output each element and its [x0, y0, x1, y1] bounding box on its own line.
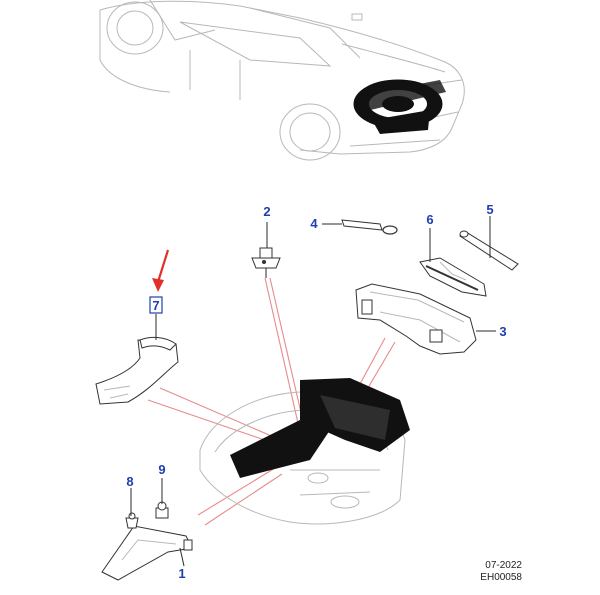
- part-5-wheel-brace: [459, 230, 519, 271]
- diagram-code: EH00058: [480, 572, 522, 583]
- callout-9: 9: [158, 462, 165, 477]
- part-9-nut: [155, 501, 169, 519]
- spare-wheel-assembly: [353, 79, 446, 134]
- callout-1: 1: [178, 566, 185, 581]
- callout-6: 6: [426, 212, 433, 227]
- part-2-fastener: [251, 247, 281, 278]
- callout-2: 2: [263, 204, 270, 219]
- callout-7-highlight-box: [149, 296, 163, 314]
- pointer-arrow: [152, 249, 170, 292]
- vehicle-outline: [99, 0, 465, 161]
- diagram-date: 07-2022: [485, 560, 522, 571]
- callout-8: 8: [126, 474, 133, 489]
- part-7-trim-duct: [95, 336, 179, 405]
- luggage-floor-tray: [199, 378, 410, 525]
- callout-leaders: [130, 216, 496, 567]
- part-8-clip: [125, 512, 139, 529]
- callout-3: 3: [499, 324, 506, 339]
- callout-labels: 1 2 3 4 5 6 7 8 9: [126, 202, 506, 581]
- part-3-bracket: [355, 283, 477, 355]
- callout-7: 7: [152, 298, 159, 313]
- callout-4: 4: [310, 216, 318, 231]
- callout-5: 5: [486, 202, 493, 217]
- part-6-jack: [419, 257, 487, 297]
- part-4-strap: [341, 219, 398, 235]
